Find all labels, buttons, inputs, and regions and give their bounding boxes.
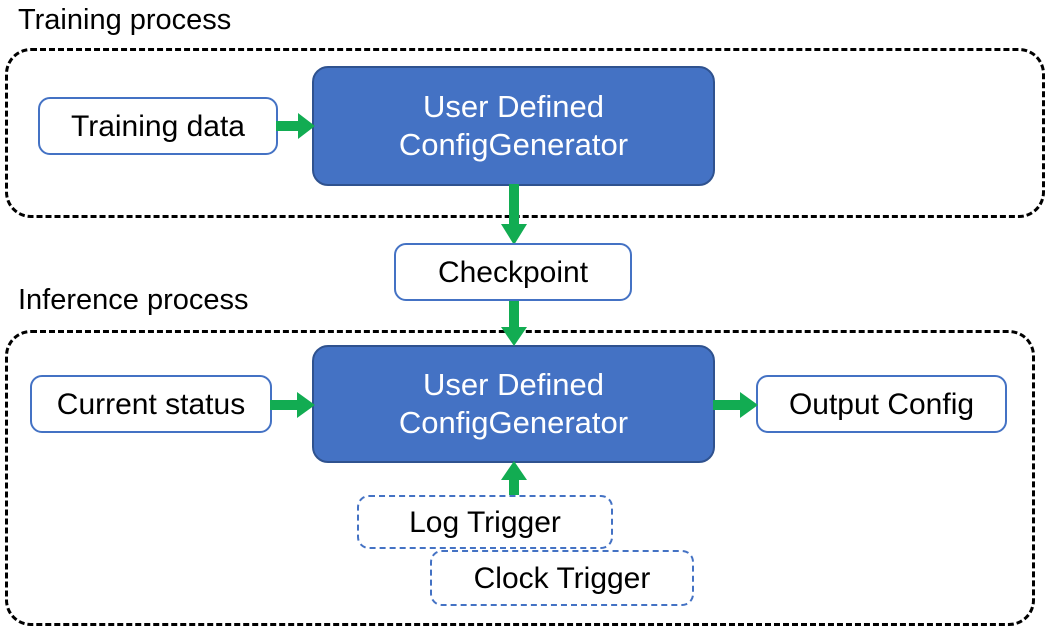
node-config-generator-inference[interactable]: User Defined ConfigGenerator <box>312 345 715 463</box>
node-log-trigger-label: Log Trigger <box>409 505 561 539</box>
node-clock-trigger-label: Clock Trigger <box>473 561 651 595</box>
arrow-triggers-to-generator <box>500 461 528 501</box>
arrow-current-status-to-generator <box>270 391 316 419</box>
node-checkpoint-label: Checkpoint <box>437 255 589 289</box>
training-process-label: Training process <box>18 4 232 36</box>
node-config-generator-inference-line1: User Defined <box>423 367 604 403</box>
node-training-data[interactable]: Training data <box>38 97 278 155</box>
arrow-checkpoint-to-generator <box>500 299 528 347</box>
node-config-generator-training-label: User Defined ConfigGenerator <box>399 88 628 164</box>
arrow-generator-to-output-config <box>713 391 759 419</box>
arrow-generator-to-checkpoint <box>500 184 528 246</box>
node-config-generator-training[interactable]: User Defined ConfigGenerator <box>312 66 715 186</box>
node-config-generator-inference-line2: ConfigGenerator <box>398 405 629 440</box>
node-log-trigger[interactable]: Log Trigger <box>357 495 613 549</box>
node-checkpoint[interactable]: Checkpoint <box>394 243 632 301</box>
node-config-generator-training-line1: User Defined <box>423 89 604 125</box>
node-config-generator-inference-label: User Defined ConfigGenerator <box>399 366 628 442</box>
node-output-config-label: Output Config <box>788 387 975 421</box>
node-clock-trigger[interactable]: Clock Trigger <box>430 550 694 606</box>
node-current-status-label: Current status <box>56 387 246 421</box>
node-training-data-label: Training data <box>71 109 245 143</box>
node-output-config[interactable]: Output Config <box>756 375 1007 433</box>
node-current-status[interactable]: Current status <box>30 375 272 433</box>
node-config-generator-training-line2: ConfigGenerator <box>398 127 629 162</box>
arrow-training-data-to-generator <box>276 112 316 140</box>
training-process-container <box>5 48 1045 218</box>
inference-process-label: Inference process <box>18 284 249 316</box>
